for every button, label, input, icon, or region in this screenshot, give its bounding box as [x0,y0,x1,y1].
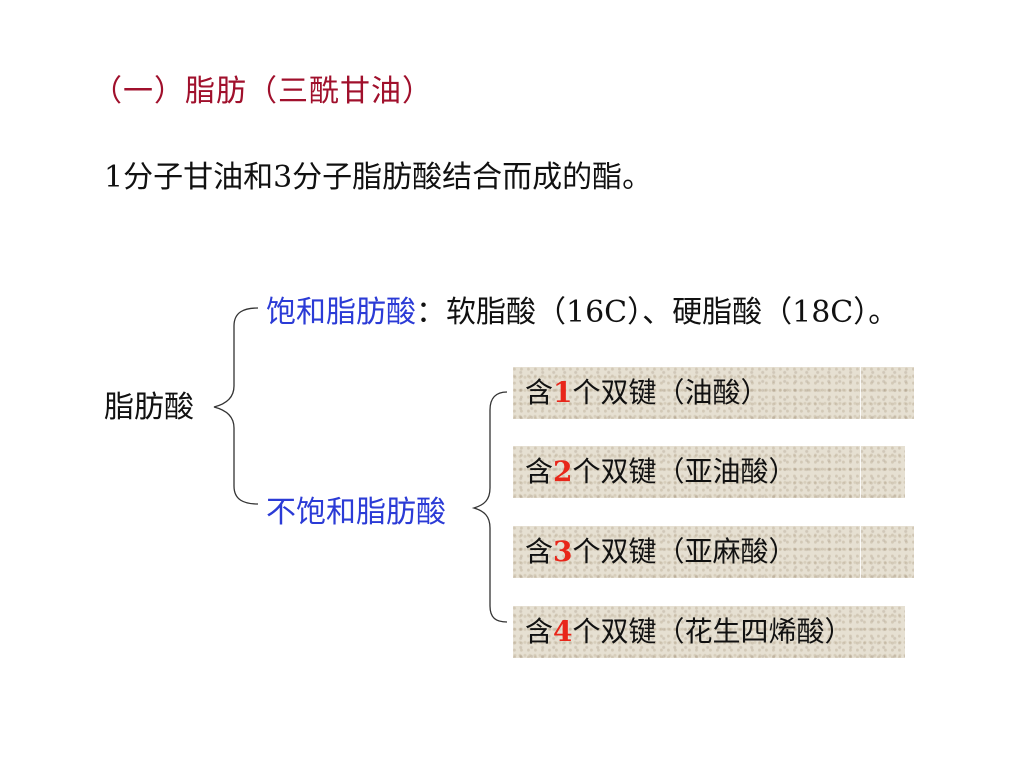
fatty-acid-root-label: 脂肪酸 [104,390,194,425]
saturated-fatty-acid-line: 饱和脂肪酸：软脂酸（16C）、硬脂酸（18C）。 [266,287,898,331]
box-prefix: 含 [525,615,554,648]
saturated-label: 饱和脂肪酸 [266,295,416,330]
box-seam [860,526,861,578]
saturated-colon: ： [416,295,446,330]
box-seam [860,367,861,419]
double-bond-count: 4 [553,615,573,648]
box-prefix: 含 [525,455,554,488]
slide-heading: （一）脂肪（三酰甘油） [92,74,433,109]
box-seam [860,446,861,498]
double-bond-box-3: 含3个双键（亚麻酸） [513,526,914,578]
unsaturated-label: 不饱和脂肪酸 [266,495,446,530]
saturated-examples: 软脂酸（16C）、硬脂酸（18C）。 [446,295,899,330]
box-prefix: 含 [525,376,554,409]
box-prefix: 含 [525,535,554,568]
double-bond-box-1: 含1个双键（油酸） [513,367,914,419]
double-bond-count: 1 [553,376,573,409]
unsaturated-brace [471,391,508,623]
box-suffix: 个双键（亚油酸） [572,455,797,488]
double-bond-box-4: 含4个双键（花生四烯酸） [513,606,905,658]
box-suffix: 个双键（亚麻酸） [572,535,797,568]
box-suffix: 个双键（花生四烯酸） [572,615,853,648]
main-brace [213,307,259,505]
double-bond-count: 2 [553,455,573,488]
double-bond-box-2: 含2个双键（亚油酸） [513,446,905,498]
double-bond-count: 3 [553,535,573,568]
box-suffix: 个双键（油酸） [572,376,769,409]
definition-text: 1分子甘油和3分子脂肪酸结合而成的酯。 [104,160,653,195]
